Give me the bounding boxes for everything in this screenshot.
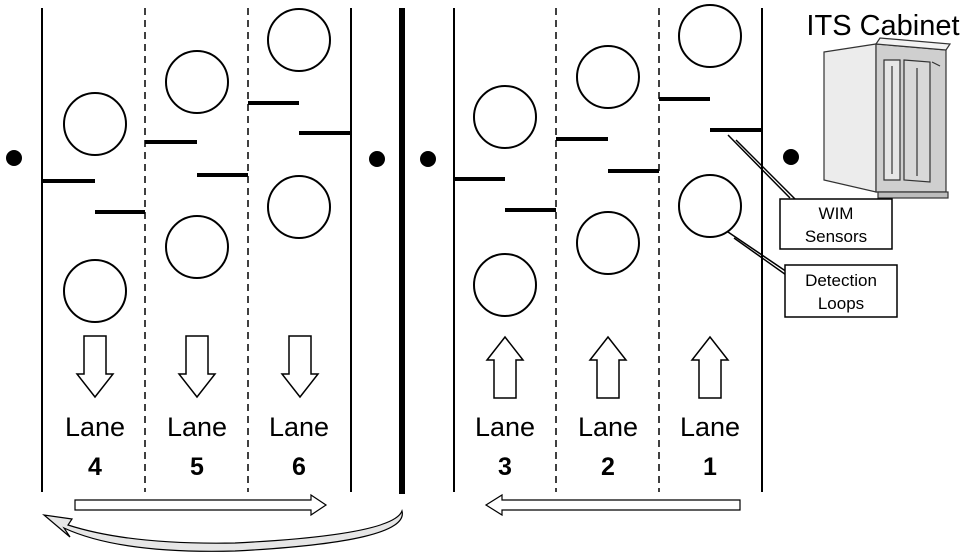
loops-callout-line2: Loops [818, 294, 864, 313]
roadside-marker [420, 151, 436, 167]
arrow-up-icon [588, 335, 628, 399]
wim-callout-line2: Sensors [805, 227, 867, 246]
roadside-marker [369, 151, 385, 167]
flow-arrow-left-icon [484, 493, 741, 517]
wim-callout-line1: WIM [819, 204, 854, 223]
wim-sensors [42, 97, 762, 214]
detection-loop [473, 253, 537, 317]
detection-loop [473, 85, 537, 149]
detection-loop [165, 50, 229, 114]
arrow-down-icon [177, 335, 217, 399]
lane-1-number: 1 [703, 453, 717, 481]
detection-loop [267, 175, 331, 239]
wim-callout: WIM Sensors [727, 134, 893, 250]
detection-loops [63, 4, 742, 323]
lane-4-word: Lane [65, 412, 125, 442]
wim-leader-line [727, 134, 791, 199]
detection-loop [63, 92, 127, 156]
detection-loop [576, 45, 640, 109]
lane-dividers [144, 8, 660, 492]
arrow-down-icon [280, 335, 320, 399]
lane-labels: Lane 4 Lane 5 Lane 6 Lane 3 Lane 2 Lane … [65, 412, 740, 481]
lane-6-word: Lane [269, 412, 329, 442]
lane-2-word: Lane [578, 412, 638, 442]
wim-leader-line-2 [735, 139, 799, 203]
u-turn-curve-arrow [42, 509, 403, 552]
lane-3-word: Lane [475, 412, 535, 442]
cabinet-icon [823, 37, 952, 199]
arrow-up-icon [690, 335, 730, 399]
roadside-marker [6, 150, 22, 166]
its-cabinet: ITS Cabinet [806, 10, 960, 199]
flow-arrows [42, 493, 741, 552]
detection-loop [678, 174, 742, 238]
detection-loop [678, 4, 742, 68]
wim-callout-box [779, 198, 893, 250]
lane-1-word: Lane [680, 412, 740, 442]
loops-callout-box [784, 264, 898, 318]
loops-leader-line [727, 231, 791, 275]
lane-6-number: 6 [292, 453, 306, 481]
lane-2-number: 2 [601, 453, 615, 481]
roadside-marker [783, 149, 799, 165]
flow-arrow-right-icon [74, 493, 328, 517]
callouts: WIM Sensors Detection Loops [727, 134, 898, 318]
loops-callout: Detection Loops [727, 231, 898, 318]
detection-loop [165, 215, 229, 279]
arrow-up-icon [485, 335, 525, 399]
detection-loop [267, 8, 331, 72]
cabinet-title: ITS Cabinet [806, 10, 959, 42]
road-edge-lines [41, 8, 763, 494]
detection-loop [576, 211, 640, 275]
lane-3-number: 3 [498, 453, 512, 481]
travel-direction-arrows [75, 335, 730, 399]
arrow-down-icon [75, 335, 115, 399]
lane-5-word: Lane [167, 412, 227, 442]
loops-callout-line1: Detection [805, 271, 877, 290]
lane-5-number: 5 [190, 453, 204, 481]
roadside-markers [6, 149, 799, 167]
detection-loop [63, 259, 127, 323]
lane-4-number: 4 [88, 453, 102, 481]
